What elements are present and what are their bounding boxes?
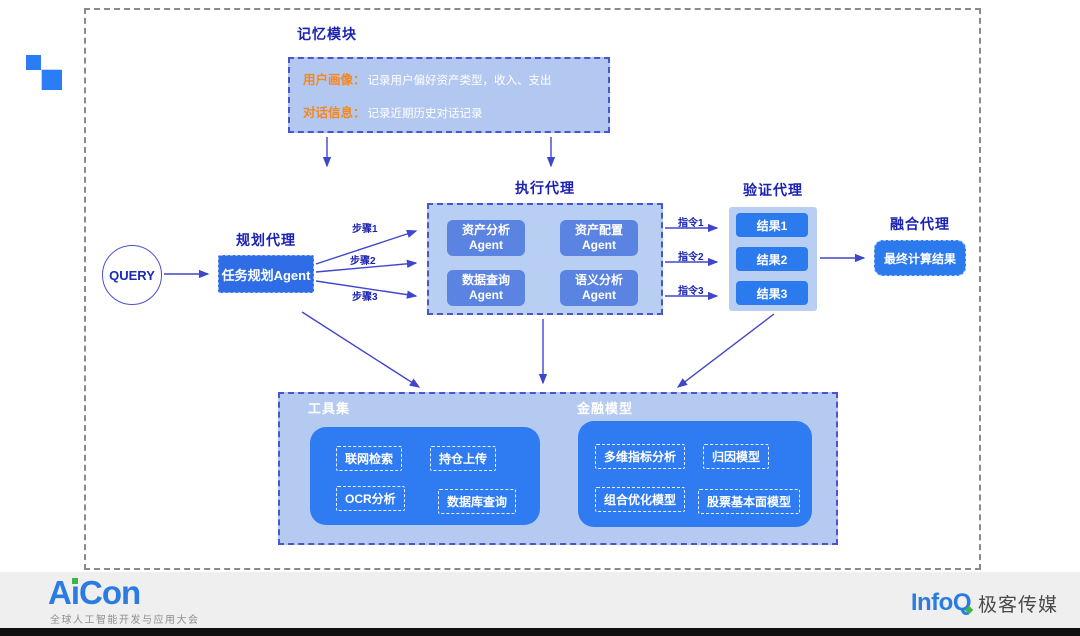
dialog-info-label: 对话信息：: [303, 106, 366, 120]
verification-agent-box: 结果1 结果2 结果3: [729, 207, 817, 311]
agent-suffix: Agent: [469, 288, 503, 302]
infoq-info: Info: [910, 589, 953, 616]
model-portfolio-optimization: 组合优化模型: [595, 487, 686, 512]
result1-box: 结果1: [736, 213, 808, 237]
memory-row-user-profile: 用户画像： 记录用户偏好资产类型，收入、支出: [303, 69, 595, 88]
dialog-info-text: 记录近期历史对话记录: [367, 108, 483, 120]
agent-name: 数据查询: [461, 273, 510, 287]
diagram-frame: [84, 8, 981, 570]
execution-agent-title: 执行代理: [515, 180, 575, 196]
footer-strip: [0, 572, 1080, 628]
planning-agent-title: 规划代理: [236, 232, 296, 248]
step1-label: 步骤1: [352, 224, 378, 235]
tool-database-query: 数据库查询: [438, 489, 517, 514]
infoq-suffix-text: 极客传媒: [977, 594, 1058, 616]
data-query-agent-box: 数据查询 Agent: [447, 270, 525, 306]
semantic-analysis-agent-box: 语义分析 Agent: [560, 270, 638, 306]
aicon-letter-a: A: [48, 574, 72, 611]
toolset-title: 工具集: [308, 401, 351, 416]
memory-row-dialog-info: 对话信息： 记录近期历史对话记录: [303, 102, 595, 121]
aicon-logo: AiCon: [48, 574, 141, 612]
result2-box: 结果2: [736, 247, 808, 271]
query-node: QUERY: [102, 245, 162, 305]
infoq-wordmark: InfoQ: [910, 589, 972, 617]
model-stock-fundamental: 股票基本面模型: [698, 489, 801, 514]
agent-suffix: Agent: [582, 238, 616, 252]
aicon-letters-con: Con: [79, 574, 141, 611]
decor-square-large-icon: [41, 69, 62, 90]
decor-square-small-icon: [26, 55, 41, 70]
model-attribution: 归因模型: [703, 444, 770, 469]
agent-name: 资产分析: [461, 223, 510, 237]
instruction1-label: 指令1: [678, 218, 704, 229]
agent-suffix: Agent: [469, 238, 503, 252]
instruction3-label: 指令3: [678, 286, 704, 297]
final-result-box: 最终计算结果: [874, 240, 966, 276]
agent-name: 资产配置: [574, 223, 623, 237]
verification-agent-title: 验证代理: [743, 182, 803, 198]
tool-ocr-analysis: OCR分析: [336, 486, 405, 511]
result3-box: 结果3: [736, 281, 808, 305]
model-multidim-indicator: 多维指标分析: [595, 444, 686, 469]
execution-agent-box: 资产分析 Agent 资产配置 Agent 数据查询 Agent 语义分析 Ag…: [427, 203, 663, 315]
step2-label: 步骤2: [350, 256, 376, 267]
task-planning-agent-box: 任务规划Agent: [218, 255, 314, 293]
bottom-black-bar: [0, 628, 1080, 636]
aicon-letter-i: i: [70, 574, 80, 611]
memory-module-box: 用户画像： 记录用户偏好资产类型，收入、支出 对话信息： 记录近期历史对话记录: [288, 57, 610, 133]
agent-name: 语义分析: [574, 273, 623, 287]
financial-models-box: [578, 421, 812, 527]
infoq-q: Q: [952, 589, 972, 616]
financial-models-title: 金融模型: [577, 401, 634, 416]
asset-allocation-agent-box: 资产配置 Agent: [560, 220, 638, 256]
aicon-tagline: 全球人工智能开发与应用大会: [50, 615, 200, 626]
memory-module-title: 记忆模块: [297, 26, 357, 42]
user-profile-label: 用户画像：: [303, 73, 366, 87]
fusion-agent-title: 融合代理: [890, 216, 950, 232]
infoq-logo: InfoQ 极客传媒: [911, 589, 1058, 617]
instruction2-label: 指令2: [678, 252, 704, 263]
agent-suffix: Agent: [582, 288, 616, 302]
step3-label: 步骤3: [352, 292, 378, 303]
asset-analysis-agent-box: 资产分析 Agent: [447, 220, 525, 256]
tool-position-upload: 持仓上传: [430, 446, 497, 471]
toolset-box: [310, 427, 540, 525]
user-profile-text: 记录用户偏好资产类型，收入、支出: [367, 75, 552, 87]
tool-web-search: 联网检索: [336, 446, 403, 471]
